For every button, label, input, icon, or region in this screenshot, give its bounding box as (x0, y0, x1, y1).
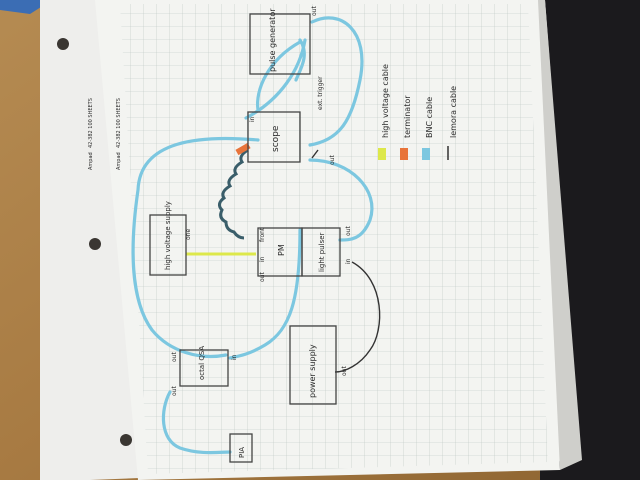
svg-text:in: in (249, 116, 256, 122)
box-pia: PIA (229, 433, 253, 463)
svg-text:out: out (329, 155, 336, 165)
svg-text:42-382 100 SHEETS: 42-382 100 SHEETS (116, 98, 122, 148)
legend: high voltage cable terminator BNC cable … (378, 64, 458, 160)
svg-text:octal QSA: octal QSA (198, 346, 206, 380)
coiled-cable (217, 148, 249, 240)
bnc-cables (131, 16, 374, 455)
box-light-pulser: light pulser (301, 227, 341, 277)
box-octal-qsa: octal QSA (179, 346, 229, 387)
svg-text:out: out (171, 352, 178, 362)
svg-text:one: one (185, 229, 192, 240)
svg-text:PM: PM (277, 244, 286, 256)
graph-grid (120, 4, 548, 474)
box-scope: scope (247, 111, 301, 163)
box-power-supply: power supply (289, 325, 337, 405)
svg-text:in: in (259, 256, 266, 262)
svg-text:lemora cable: lemora cable (449, 86, 458, 138)
svg-text:Ampad: Ampad (116, 152, 122, 170)
box-high-voltage-supply: high voltage supply (149, 201, 187, 276)
legend-swatch-high-voltage (378, 148, 386, 160)
hole-1 (57, 38, 69, 50)
svg-text:out: out (171, 386, 178, 396)
svg-text:in: in (345, 258, 352, 264)
hole-2 (89, 238, 101, 250)
margin-print: Ampad 42-382 100 SHEETS (88, 98, 94, 170)
svg-text:out: out (345, 226, 352, 236)
svg-text:light pulser: light pulser (318, 232, 326, 272)
svg-text:terminator: terminator (403, 95, 412, 138)
svg-text:scope: scope (271, 125, 281, 152)
hole-3 (120, 434, 132, 446)
svg-text:out: out (259, 272, 266, 282)
legend-swatch-terminator (400, 148, 408, 160)
margin-print-2: Ampad 42-382 100 SHEETS (116, 98, 122, 170)
lemora-cable (311, 149, 381, 373)
svg-text:pulse generator: pulse generator (268, 8, 277, 72)
legend-swatch-bnc (422, 148, 430, 160)
svg-text:power supply: power supply (308, 344, 317, 398)
svg-text:42-382 100 SHEETS: 42-382 100 SHEETS (88, 98, 94, 148)
box-pulse-generator: pulse generator (249, 8, 311, 75)
svg-text:PIA: PIA (238, 447, 246, 458)
svg-text:ext. trigger: ext. trigger (317, 76, 324, 110)
svg-text:Ampad: Ampad (88, 152, 94, 170)
svg-text:high voltage supply: high voltage supply (164, 201, 172, 270)
svg-text:BNC cable: BNC cable (425, 97, 434, 138)
paper-shadow (538, 0, 582, 470)
svg-text:out: out (311, 6, 318, 16)
svg-text:out: out (341, 366, 348, 376)
port-labels: out in ext. trigger out one front out in… (171, 6, 352, 396)
svg-text:high voltage cable: high voltage cable (381, 64, 390, 138)
svg-text:front: front (259, 227, 266, 242)
blue-object (0, 0, 52, 14)
terminator (235, 142, 251, 156)
svg-text:in: in (231, 354, 238, 360)
